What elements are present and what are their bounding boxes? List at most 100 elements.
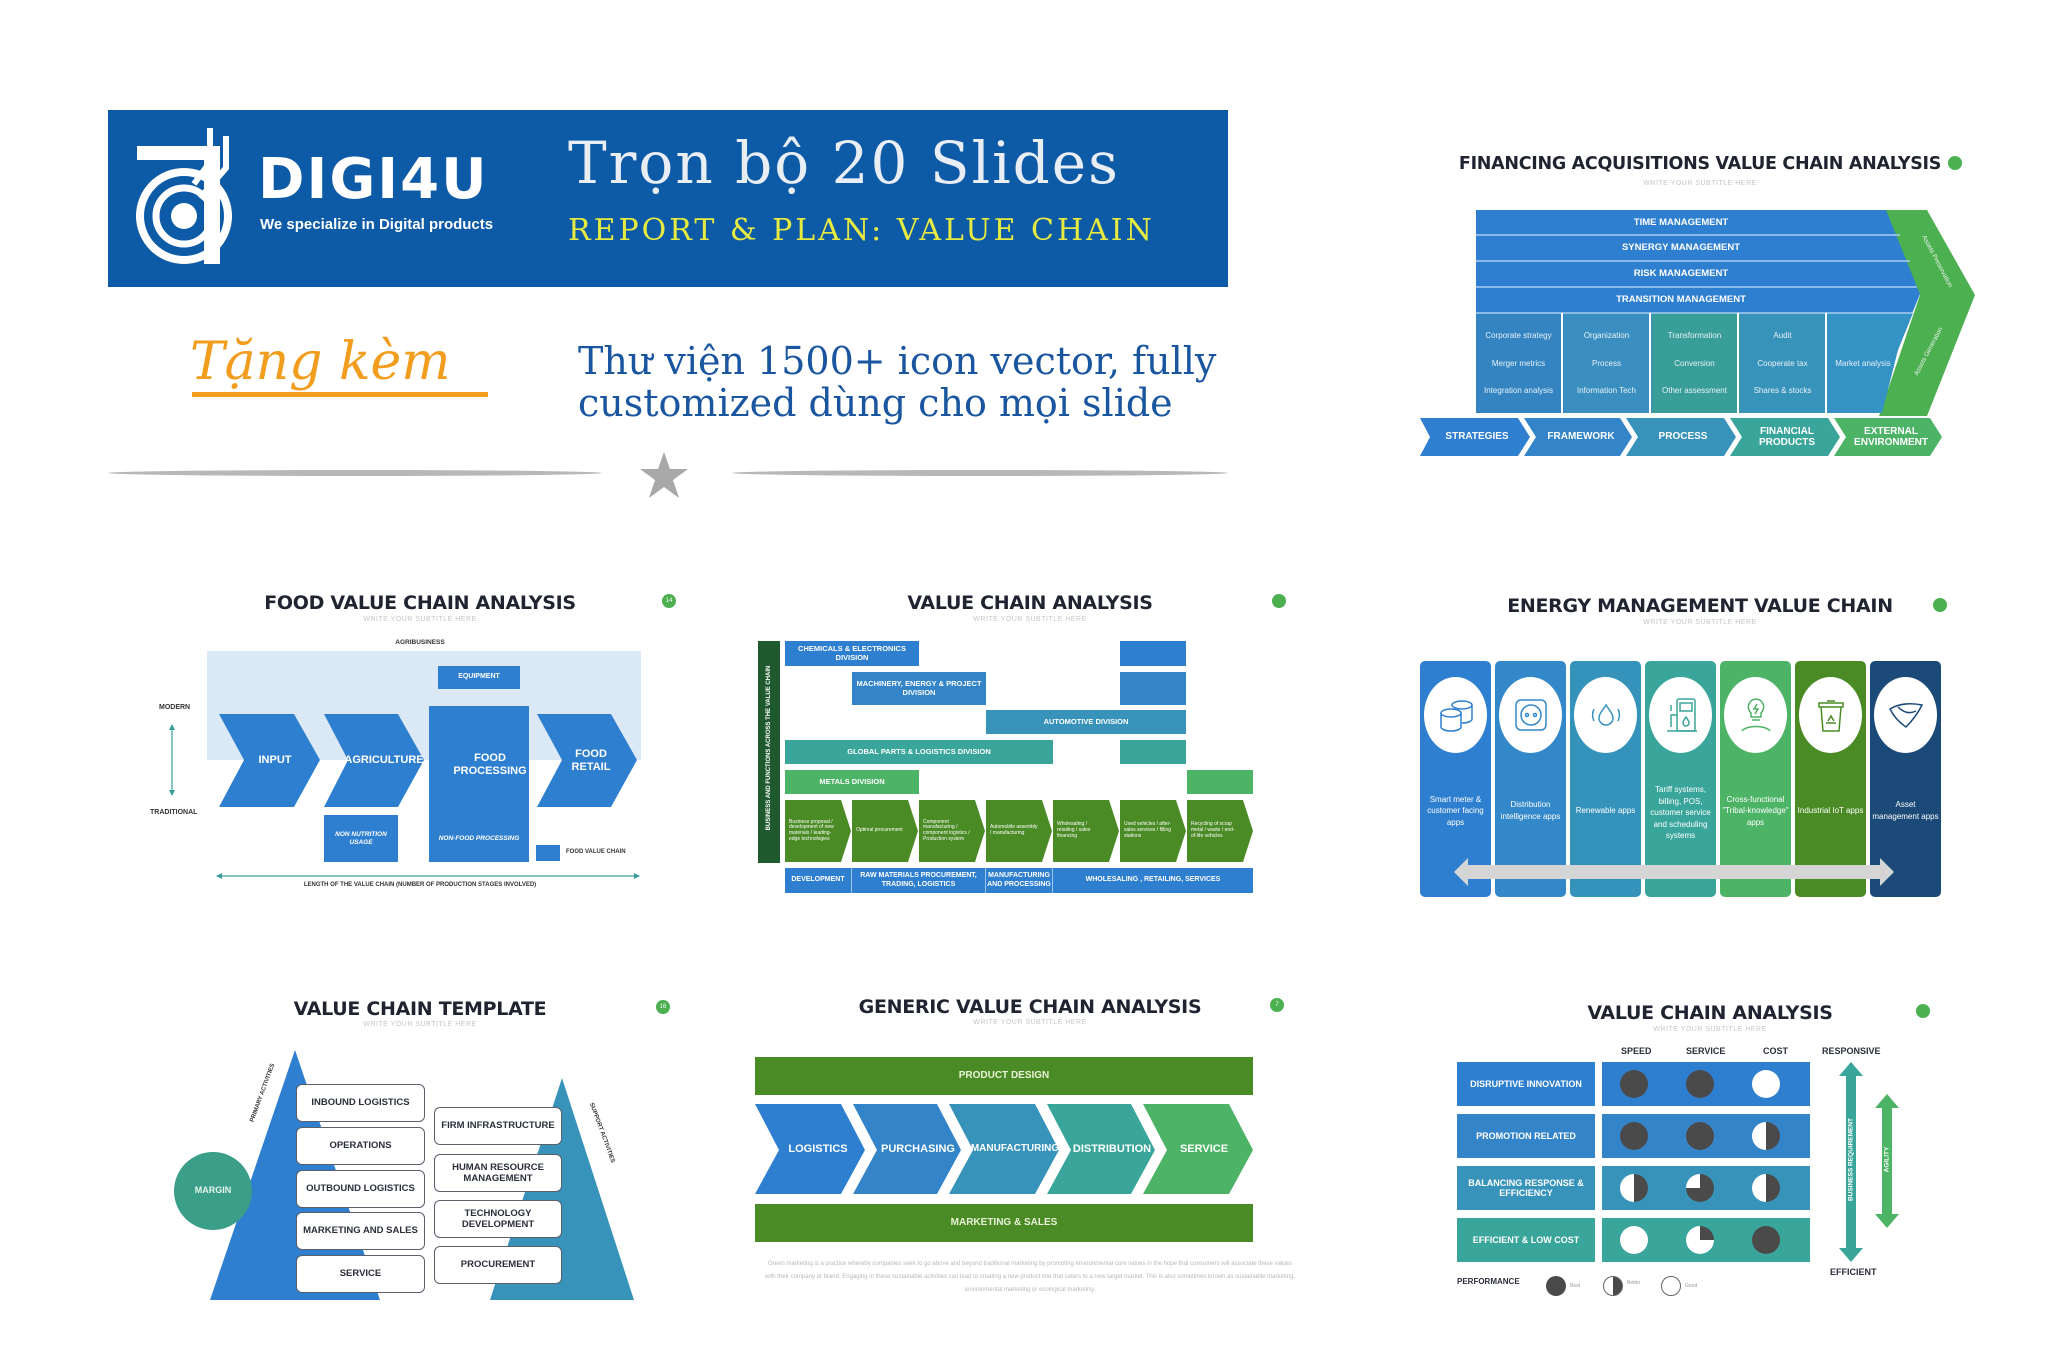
bonus-text-line-1: Thư viện 1500+ icon vector, fully: [578, 339, 1217, 383]
primary-activity: INBOUND LOGISTICS: [296, 1084, 425, 1122]
energy-text: Industrial IoT apps: [1797, 806, 1864, 816]
item: Integration analysis: [1484, 385, 1553, 395]
requirement-arrows: [1839, 1062, 1899, 1262]
division-machinery-ext: [1120, 672, 1186, 705]
slide-title: FOOD VALUE CHAIN ANALYSIS: [264, 592, 576, 614]
stage-food-retail: FOOD RETAIL: [571, 747, 611, 773]
legend-label: FOOD VALUE CHAIN: [566, 849, 626, 855]
support-activity: FIRM INFRASTRUCTURE: [434, 1107, 562, 1145]
item: Corporate strategy: [1485, 331, 1552, 341]
item: Process: [1592, 358, 1621, 368]
chevron-process: [1626, 418, 1736, 456]
slide-food-value-chain[interactable]: FOOD VALUE CHAIN ANALYSIS 14 WRITE YOUR …: [140, 580, 700, 900]
slide-title: GENERIC VALUE CHAIN ANALYSIS: [858, 996, 1202, 1018]
primary-activity: OUTBOUND LOGISTICS: [296, 1170, 425, 1208]
energy-text: Smart meter & customer facing apps: [1427, 794, 1484, 827]
slide-value-chain-template[interactable]: VALUE CHAIN TEMPLATE 16 WRITE YOUR SUBTI…: [150, 990, 690, 1310]
energy-text: Tariff systems, billing, POS, customer s…: [1650, 785, 1711, 841]
legend-better-label: Better: [1627, 1280, 1641, 1286]
stage-label: DISTRIBUTION: [1072, 1142, 1152, 1155]
star-icon: [640, 452, 688, 498]
division-global-parts: GLOBAL PARTS & LOGISTICS DIVISION: [785, 740, 1053, 764]
water-drop-icon: [1574, 677, 1637, 753]
column-framework: Organization Process Information Tech: [1564, 313, 1651, 413]
slide-financing-acquisitions[interactable]: FINANCING ACQUISITIONS VALUE CHAIN ANALY…: [1420, 140, 1980, 470]
division-automotive: AUTOMOTIVE DIVISION: [986, 710, 1186, 734]
item: Conversion: [1674, 358, 1715, 368]
page-badge: [1948, 156, 1962, 170]
energy-text: Asset management apps: [1872, 800, 1939, 821]
stage-food-processing: FOOD PROCESSING: [453, 752, 527, 777]
page-badge: 16: [656, 1000, 670, 1014]
stage-chevrons: [755, 1104, 1253, 1194]
efficient-label: EFFICIENT: [1830, 1267, 1877, 1277]
item: Merger metrics: [1491, 358, 1546, 368]
leaf-shield-icon: [1874, 677, 1937, 753]
activity: Automobile assembly / manufacturing: [990, 824, 1038, 836]
page-badge: 14: [662, 594, 676, 608]
page-badge: [1916, 1004, 1930, 1018]
harvey-ball: [1620, 1226, 1648, 1254]
stage-wholesaling: WHOLESALING , RETAILING, SERVICES: [1053, 868, 1253, 893]
division-machinery: MACHINERY, ENERGY & PROJECT DIVISION: [852, 672, 986, 705]
stage-label: PROCESS: [1658, 431, 1708, 443]
item: Shares & stocks: [1753, 385, 1812, 395]
support-activity: TECHNOLOGY DEVELOPMENT: [434, 1200, 562, 1238]
energy-text: Distribution intelligence apps: [1500, 800, 1561, 821]
lightbulb-icon: [1724, 677, 1787, 753]
stage-label: LOGISTICS: [788, 1142, 848, 1155]
row-cells: [1602, 1062, 1810, 1106]
row-cells: [1602, 1166, 1810, 1210]
slide-value-chain-matrix[interactable]: VALUE CHAIN ANALYSIS WRITE YOUR SUBTITLE…: [1440, 990, 1980, 1310]
item: Transformation: [1667, 331, 1722, 341]
column-header: COST: [1763, 1046, 1789, 1056]
slide-title: VALUE CHAIN ANALYSIS: [907, 592, 1153, 614]
slide-energy-management[interactable]: ENERGY MANAGEMENT VALUE CHAIN WRITE YOUR…: [1420, 590, 1980, 910]
agility-label: AGILITY: [1883, 1146, 1891, 1173]
row-cells: [1602, 1218, 1810, 1262]
harvey-ball: [1686, 1174, 1714, 1202]
bonus-underline: [192, 392, 488, 397]
stage-agriculture: AGRICULTURE: [344, 754, 424, 767]
slide-title: VALUE CHAIN TEMPLATE: [293, 998, 547, 1020]
oil-barrels-icon: [1424, 677, 1487, 753]
logo-wordmark: DIGI4U: [258, 147, 489, 212]
traditional-label: TRADITIONAL: [150, 809, 198, 816]
chevron-external-environment: [1834, 418, 1942, 456]
row-label: PROMOTION RELATED: [1457, 1114, 1595, 1158]
support-triangle: [490, 1078, 634, 1300]
axis-label: LENGTH OF THE VALUE CHAIN (NUMBER OF PRO…: [303, 882, 537, 888]
power-socket-icon: [1499, 677, 1562, 753]
equipment-label: EQUIPMENT: [458, 673, 500, 681]
stage-label: MANUFACTURING: [970, 1143, 1060, 1155]
harvey-ball: [1620, 1174, 1648, 1202]
column-strategies: Corporate strategy Merger metrics Integr…: [1476, 313, 1563, 413]
stage-development: DEVELOPMENT: [785, 868, 852, 893]
harvey-ball: [1620, 1070, 1648, 1098]
energy-column: Tariff systems, billing, POS, customer s…: [1645, 661, 1716, 897]
energy-text: Cross-functional "Tribal-knowledge" apps: [1722, 794, 1789, 827]
item: Market analysis: [1835, 358, 1891, 368]
division-metals-ext: [1187, 770, 1253, 794]
activity: Component manufacturing / component logi…: [923, 818, 970, 842]
slide-generic-value-chain[interactable]: GENERIC VALUE CHAIN ANALYSIS 7 WRITE YOU…: [750, 990, 1310, 1310]
equipment-box: [438, 666, 520, 689]
energy-column: Industrial IoT apps: [1795, 661, 1866, 897]
legend-swatch: [536, 845, 560, 861]
item: Other assessment: [1662, 385, 1727, 395]
legend-better-icon: [1603, 1276, 1623, 1296]
activity-chevrons: [785, 800, 1253, 862]
harvey-ball: [1752, 1122, 1780, 1150]
item: Organization: [1583, 331, 1630, 341]
slide-title: ENERGY MANAGEMENT VALUE CHAIN: [1507, 595, 1893, 617]
column-financial-products: Audit Cooperate tax Shares & stocks: [1740, 313, 1827, 413]
slide-value-chain-divisions[interactable]: VALUE CHAIN ANALYSIS WRITE YOUR SUBTITLE…: [750, 580, 1310, 900]
band-time-management: TIME MANAGEMENT: [1633, 216, 1729, 228]
double-arrow-icon: [1454, 858, 1894, 886]
energy-column: Distribution intelligence apps: [1495, 661, 1566, 897]
bonus-text: Thư viện 1500+ icon vector, fully custom…: [578, 340, 1216, 424]
harvey-ball: [1686, 1122, 1714, 1150]
slide-title: FINANCING ACQUISITIONS VALUE CHAIN ANALY…: [1458, 154, 1942, 174]
bonus-label: Tặng kèm: [190, 332, 451, 392]
legend-good-label: Good: [1685, 1283, 1698, 1289]
